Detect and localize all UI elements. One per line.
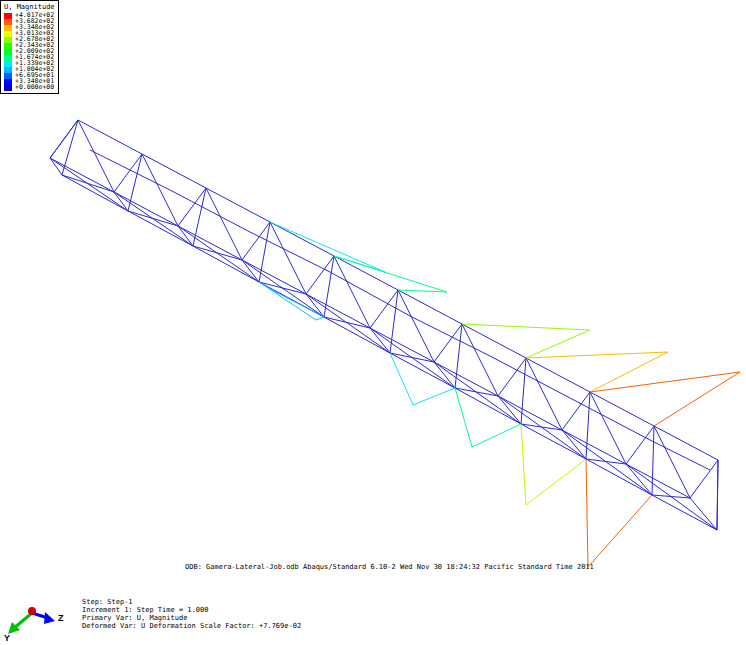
legend-swatch xyxy=(4,85,12,91)
deformed-members xyxy=(259,222,740,567)
step-info: Deformed Var: U Deformation Scale Factor… xyxy=(82,622,301,630)
axis-triad xyxy=(8,607,55,634)
axis-label: Z xyxy=(58,614,64,622)
undeformed-truss xyxy=(50,120,718,530)
legend-value: +0.000e+00 xyxy=(15,84,54,91)
step-info: Primary Var: U, Magnitude xyxy=(82,614,187,622)
step-info: Increment 1: Step Time = 1.000 xyxy=(82,606,208,614)
odb-info: ODB: Gamera-Lateral-Job.odb Abaqus/Stand… xyxy=(185,563,594,571)
legend-title: U, Magnitude xyxy=(4,3,55,11)
step-info: Step: Step-1 xyxy=(82,598,133,606)
axis-label: Y xyxy=(4,634,10,642)
